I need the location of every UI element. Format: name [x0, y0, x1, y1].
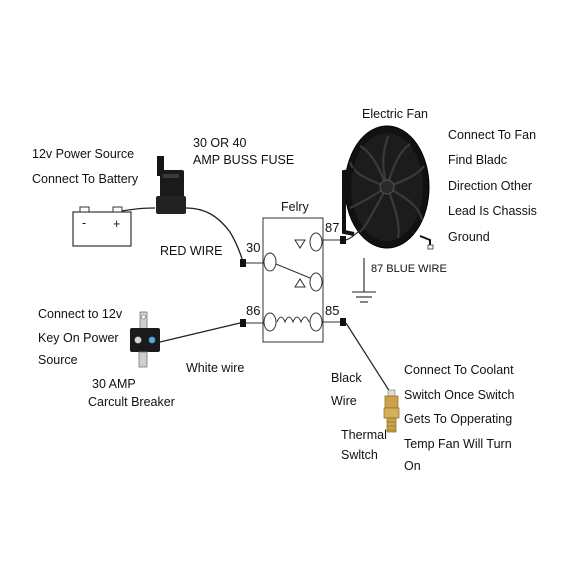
ground-icon — [352, 258, 376, 303]
relay-label: Felry — [281, 200, 310, 214]
thermal-switch-label-line2: Swltch — [341, 448, 378, 462]
fan-title: Electric Fan — [362, 107, 428, 121]
fan-note-line2: Find Bladc — [448, 153, 507, 167]
fan-note-line1: Connect To Fan — [448, 128, 536, 142]
key-on-label-line2: Key On Power — [38, 331, 119, 345]
key-on-label-line3: Source — [38, 353, 78, 367]
battery-icon: - + — [72, 206, 132, 247]
circuit-breaker-icon — [130, 311, 160, 368]
breaker-label-line2: Carcult Breaker — [88, 395, 175, 409]
fan-note-line4: Lead Is Chassis — [448, 204, 537, 218]
relay-pin-85: 85 — [325, 303, 339, 318]
coolant-note-line3: Gets To Opperating — [404, 412, 512, 426]
coolant-note-line5: On — [404, 459, 421, 473]
breaker-label-line1: 30 AMP — [92, 377, 136, 391]
coolant-note-line2: Switch Once Switch — [404, 388, 515, 402]
relay-pin-87: 87 — [325, 220, 339, 235]
battery-positive-label: + — [113, 217, 120, 231]
coolant-note-line1: Connect To Coolant — [404, 363, 514, 377]
thermal-switch-label-line1: Thermal — [341, 428, 387, 442]
power-source-label-line2: Connect To Battery — [32, 172, 139, 186]
fuse-label-line1: 30 OR 40 — [193, 136, 247, 150]
black-wire-label-line2: Wire — [331, 394, 357, 408]
red-wire-label: RED WIRE — [160, 244, 223, 258]
white-wire — [159, 322, 241, 343]
fan-icon — [342, 125, 434, 250]
battery-negative-label: - — [82, 216, 86, 230]
fan-power-wire — [345, 229, 361, 241]
battery-fuse-wire — [121, 207, 156, 212]
blue-wire-label: 87 BLUE WIRE — [371, 263, 447, 275]
black-wire-label-line1: Black — [331, 371, 362, 385]
relay-box — [240, 217, 346, 343]
fuse-icon — [156, 156, 186, 214]
thermal-switch-icon — [383, 389, 400, 433]
fan-note-line3: Direction Other — [448, 179, 532, 193]
relay-pin-30: 30 — [246, 240, 260, 255]
key-on-label-line1: Connect to 12v — [38, 307, 123, 321]
fuse-label-line2: AMP BUSS FUSE — [193, 153, 294, 167]
power-source-label-line1: 12v Power Source — [32, 147, 134, 161]
white-wire-label: White wire — [186, 361, 244, 375]
fan-note-line5: Ground — [448, 230, 490, 244]
coolant-note-line4: Temp Fan Will Turn — [404, 437, 512, 451]
red-wire — [185, 207, 244, 263]
relay-pin-86: 86 — [246, 303, 260, 318]
black-wire — [345, 322, 391, 393]
